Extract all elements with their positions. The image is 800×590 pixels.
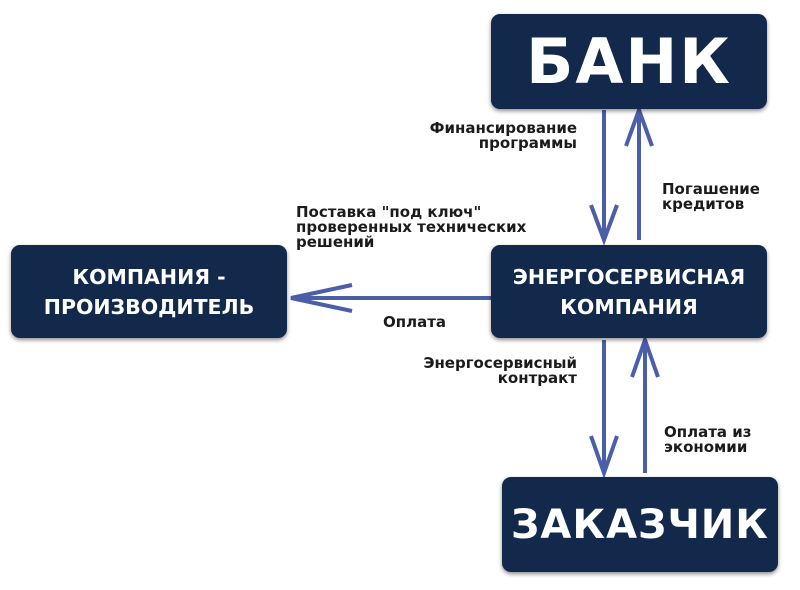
node-energy-service-company-label: ЭНЕРГОСЕРВИСНАЯ КОМПАНИЯ bbox=[512, 264, 746, 319]
arrow-financing bbox=[589, 110, 619, 246]
node-energy-service-company: ЭНЕРГОСЕРВИСНАЯ КОМПАНИЯ bbox=[491, 245, 767, 338]
node-manufacturer-label: КОМПАНИЯ - ПРОИЗВОДИТЕЛЬ bbox=[43, 264, 255, 319]
edge-label-repayment: Погашение кредитов bbox=[662, 180, 760, 213]
arrow-contract bbox=[589, 340, 619, 480]
arrow-savings-payment bbox=[630, 333, 660, 473]
node-customer-label: ЗАКАЗЧИК bbox=[511, 501, 769, 548]
edge-label-financing: Финансирование программы bbox=[429, 119, 577, 152]
edge-label-turnkey: Поставка "под ключ" проверенных техничес… bbox=[296, 203, 527, 251]
edge-label-contract: Энергосервисный контракт bbox=[423, 354, 577, 387]
node-customer: ЗАКАЗЧИК bbox=[502, 477, 778, 572]
edge-label-payment: Оплата bbox=[383, 313, 447, 331]
node-bank-label: БАНК bbox=[526, 25, 732, 98]
arrow-payment bbox=[290, 283, 491, 313]
node-bank: БАНК bbox=[491, 14, 767, 109]
node-manufacturer: КОМПАНИЯ - ПРОИЗВОДИТЕЛЬ bbox=[11, 245, 287, 338]
arrow-repayment bbox=[624, 104, 654, 240]
edge-label-savings-payment: Оплата из экономии bbox=[664, 423, 752, 456]
